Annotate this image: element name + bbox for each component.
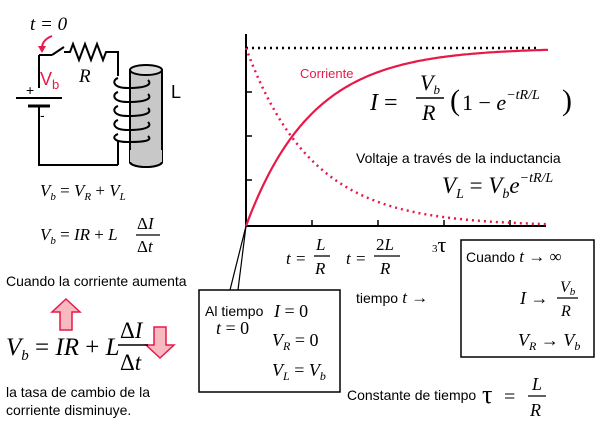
- wire-left-bottom: [38, 106, 118, 166]
- svg-text:Δt: Δt: [120, 350, 142, 375]
- svg-text:t: t: [346, 249, 352, 268]
- plus-sign: +: [26, 82, 34, 98]
- tick-label-1: t= L R: [286, 235, 330, 278]
- current-increases-text: Cuando la corriente aumenta: [6, 273, 187, 289]
- svg-text:L: L: [531, 374, 542, 394]
- rate-decreases-text-1: la tasa de cambio de la: [6, 384, 150, 400]
- svg-text:1 − e−tR/L: 1 − e−tR/L: [462, 88, 540, 115]
- svg-text:VR → Vb: VR → Vb: [518, 330, 580, 353]
- svg-text:VL = Vb: VL = Vb: [272, 360, 326, 383]
- time-constant-equation: τ = L R: [482, 374, 546, 420]
- kvl-expanded-equation: Vb = IR + L ΔI Δt: [40, 214, 160, 256]
- time-constant-text: Constante de tiempo: [347, 387, 476, 403]
- svg-text:): ): [562, 84, 572, 117]
- arrow-down-icon: [144, 326, 176, 360]
- voltage-label: Voltaje a través de la inductancia: [356, 150, 561, 166]
- svg-text:I →: I →: [519, 288, 549, 308]
- switch-blade: [51, 46, 65, 56]
- svg-text:ΔI: ΔI: [137, 214, 155, 233]
- svg-text:I =: I =: [369, 90, 398, 116]
- inductor-icon: [113, 64, 163, 168]
- tick-label-2: t= 2L R: [346, 235, 400, 278]
- tick-label-3: 3τ: [432, 232, 447, 257]
- svg-text:t: t: [286, 249, 292, 268]
- svg-text:R: R: [421, 100, 436, 125]
- source-label: Vb: [40, 69, 59, 92]
- svg-text:Vb = IR + L: Vb = IR + L: [40, 225, 118, 247]
- rate-decreases-text-2: corriente disminuye.: [6, 402, 131, 418]
- svg-text:τ: τ: [482, 380, 492, 409]
- svg-text:t = 0: t = 0: [216, 318, 249, 338]
- time-axis-label: tiempo t →: [356, 288, 428, 307]
- current-equation: I = Vb R ( 1 − e−tR/L ): [369, 70, 572, 125]
- svg-text:R: R: [314, 259, 326, 278]
- callout-pointer: [229, 225, 247, 291]
- svg-text:(: (: [450, 84, 460, 117]
- voltage-equation: VL = Vbe−tR/L: [442, 171, 553, 202]
- limit-equations: I → Vb R VR → Vb: [518, 279, 580, 353]
- svg-text:2L: 2L: [376, 235, 394, 254]
- svg-text:ΔI: ΔI: [120, 318, 144, 343]
- resistor: [64, 41, 119, 76]
- svg-text:I = 0: I = 0: [273, 301, 308, 321]
- inductor-label: L: [171, 82, 181, 102]
- at-time-text: Al tiempo: [205, 303, 264, 319]
- svg-text:VR = 0: VR = 0: [272, 330, 319, 353]
- current-curve: [244, 48, 549, 227]
- svg-text:Vb = IR + L: Vb = IR + L: [6, 334, 120, 364]
- svg-text:Vb = VR + VL: Vb = VR + VL: [40, 181, 126, 203]
- resistor-label: R: [78, 66, 91, 87]
- svg-text:=: =: [356, 249, 366, 268]
- svg-text:Δt: Δt: [137, 237, 154, 256]
- switch-time-label: t = 0: [30, 14, 68, 35]
- svg-text:R: R: [379, 259, 391, 278]
- svg-text:=: =: [296, 249, 306, 268]
- kvl-equation: Vb = VR + VL: [40, 181, 126, 203]
- svg-text:VL = Vbe−tR/L: VL = Vbe−tR/L: [442, 171, 553, 202]
- svg-text:Vb: Vb: [420, 70, 440, 97]
- initial-conditions-eqs: I = 0 t = 0 VR = 0 VL = Vb: [216, 301, 326, 383]
- svg-text:=: =: [504, 386, 515, 408]
- switch-arrowhead-icon: [38, 46, 46, 53]
- when-text: Cuando t → ∞: [466, 247, 562, 266]
- circuit: [16, 41, 119, 166]
- arrow-up-icon: [50, 297, 82, 331]
- svg-text:L: L: [315, 235, 325, 254]
- svg-text:R: R: [529, 400, 541, 420]
- minus-sign: -: [40, 107, 45, 123]
- callout-pointer-2: [237, 225, 247, 291]
- graph-ticks: [246, 91, 511, 226]
- graph-axes: [245, 34, 546, 227]
- initial-conditions-box: [198, 289, 341, 393]
- current-curve-label: Corriente: [300, 66, 353, 81]
- svg-text:R: R: [560, 303, 571, 320]
- highlight-equation: Vb = IR + L ΔI Δt: [6, 318, 148, 375]
- voltage-curve: [244, 47, 549, 226]
